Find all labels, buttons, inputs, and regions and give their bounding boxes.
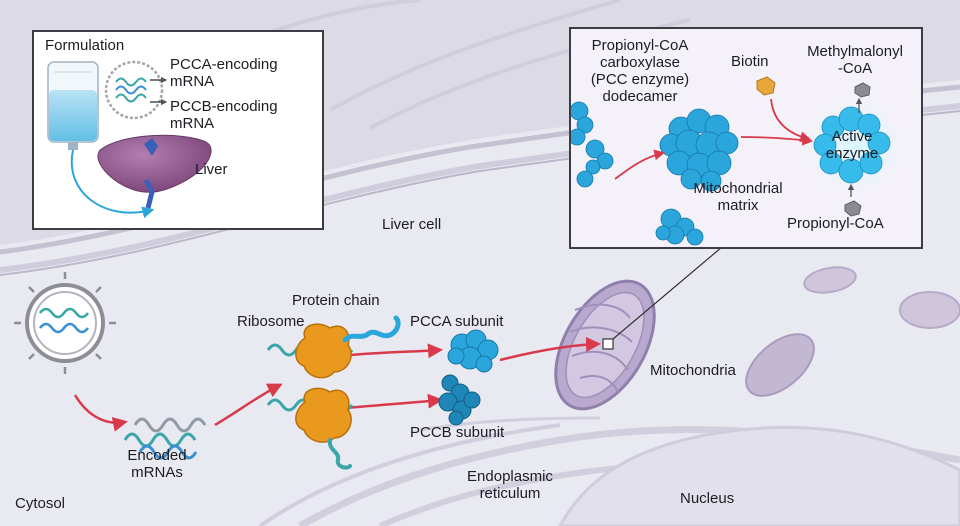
liver-icon [97, 134, 212, 209]
propionyl-coa-label: Propionyl-CoA [787, 215, 884, 232]
zoom-connector [612, 246, 723, 340]
pccb-mrna-label-line1: PCCB-encoding [170, 98, 278, 115]
lnp-small-icon [104, 60, 164, 120]
mrna-strand-icon [123, 417, 207, 460]
pcc-label-line3: (PCC enzyme) [590, 71, 690, 88]
formulation-inset [32, 30, 324, 230]
pccb-mrna-label-line2: mRNA [170, 115, 215, 132]
pcc-subunit-cluster-left [571, 101, 614, 188]
nucleus [558, 425, 960, 526]
mitochondrion-small-1 [745, 333, 815, 397]
pcca-subunit-label: PCCA subunit [410, 313, 504, 330]
pccb-subunit-label: PCCB subunit [410, 424, 505, 441]
propionyl-coa-icon [844, 183, 862, 217]
iv-line [70, 149, 155, 219]
encoded-mrnas-label-line2: mRNAs [131, 464, 183, 481]
active-enzyme-label-line2: enzyme [825, 145, 879, 162]
flow-arrows [73, 336, 601, 432]
enzyme-art [571, 29, 921, 247]
pccb-subunit-icon [438, 374, 481, 426]
pcc-label-line4: dodecamer [602, 88, 678, 105]
liver-label: Liver [195, 161, 228, 178]
mitochondria-label: Mitochondria [650, 362, 736, 379]
enzyme-inset [569, 27, 923, 249]
pcc-subunit-cluster-bottom [655, 208, 704, 246]
mitochondrion-small-3 [899, 291, 960, 329]
methylmalonyl-coa-icon [854, 82, 871, 113]
mitochondrion-icon [554, 279, 656, 411]
cytosol-label: Cytosol [15, 495, 66, 512]
mitochondrial-matrix-label-line1: Mitochondrial [693, 180, 783, 197]
active-enzyme-icon [813, 106, 891, 184]
biotin-label: Biotin [731, 53, 769, 70]
formulation-label: Formulation [45, 37, 125, 54]
pcca-mrna-label-line1: PCCA-encoding [170, 56, 278, 73]
er-label-line1: Endoplasmic [467, 468, 553, 485]
mitochondrion-small-2 [803, 266, 857, 294]
enzyme-icon [659, 108, 739, 192]
ribosome-label: Ribosome [237, 313, 305, 330]
lipid-nanoparticle-icon [14, 272, 116, 374]
biotin-icon [756, 76, 776, 96]
er-label-line2: reticulum [479, 485, 541, 502]
nucleus-label: Nucleus [680, 490, 735, 507]
protein-chain-label: Protein chain [292, 292, 380, 309]
formulation-art [47, 60, 212, 219]
encoded-mrnas-label-line1: Encoded [127, 447, 187, 464]
methylmalonyl-coa-label-line2: -CoA [837, 60, 873, 77]
ribosome-icon [266, 315, 401, 470]
pcc-label-line2: carboxylase [599, 54, 681, 71]
liver-cell-label: Liver cell [382, 216, 442, 233]
active-enzyme-label-line1: Active [831, 128, 873, 145]
methylmalonyl-coa-label-line1: Methylmalonyl [807, 43, 903, 60]
pcca-mrna-label-line2: mRNA [170, 73, 215, 90]
mitochondrial-matrix-label-line2: matrix [717, 197, 759, 214]
iv-bag-icon [47, 61, 99, 150]
pcc-label-line1: Propionyl-CoA [591, 37, 689, 54]
pcca-subunit-icon [447, 329, 499, 373]
inset-arrows [614, 98, 814, 180]
